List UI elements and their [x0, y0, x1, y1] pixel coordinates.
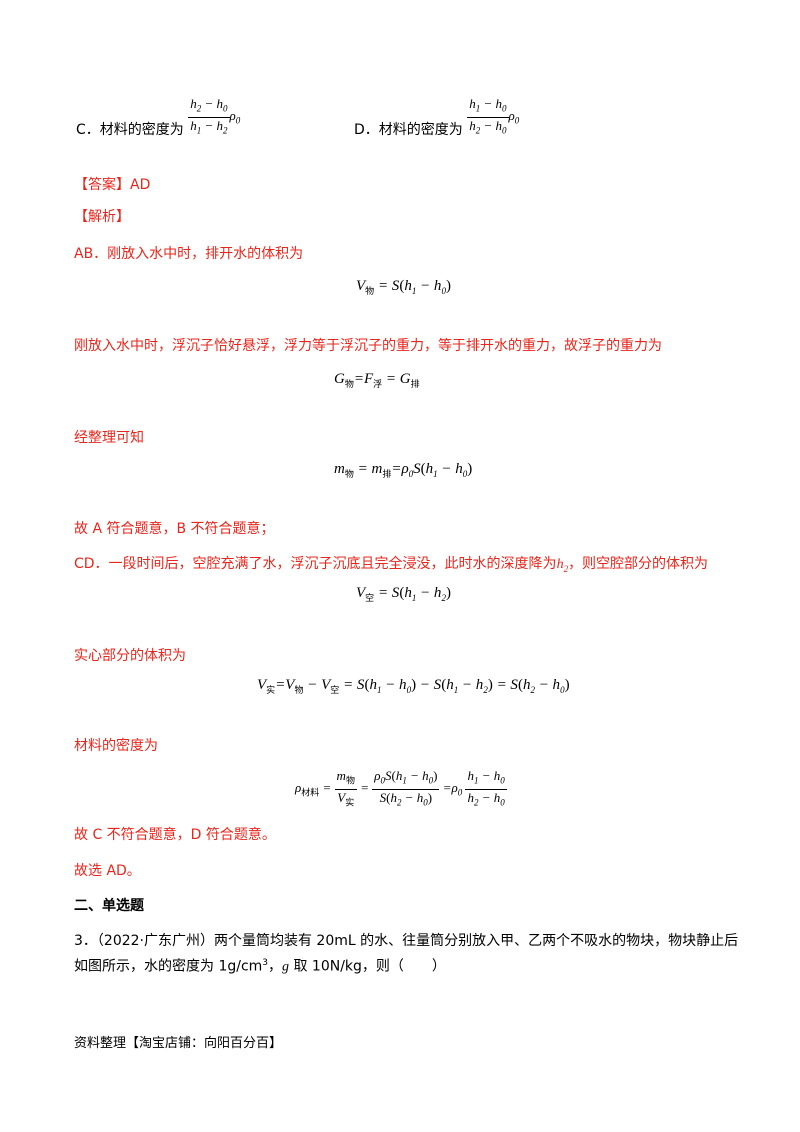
cd-text: CD．一段时间后，空腔充满了水，浮沉子沉底且完全浸没，此时水的深度降为h2，则空…: [74, 554, 708, 579]
option-d-label: D．材料的密度为: [354, 122, 463, 139]
q3-g-symbol: g: [282, 959, 290, 975]
float-text: 刚放入水中时，浮沉子恰好悬浮，浮力等于浮沉子的重力，等于排开水的重力，故浮子的重…: [74, 338, 662, 354]
question-3-line-1: 3．（2022·广东广州）两个量筒均装有 20mL 的水、往量筒分别放入甲、乙两…: [74, 933, 739, 949]
formula-v-displaced: V物 = S(h1 − h0): [356, 278, 451, 296]
density-text: 材料的密度为: [74, 738, 158, 754]
q3-density-text: 如图所示，水的密度为 1g/cm: [74, 958, 263, 975]
ab-text: AB．刚放入水中时，排开水的体积为: [74, 246, 304, 262]
q3-tail-text: 取 10N/kg，则（ ）: [289, 958, 446, 975]
final-choice: 故选 AD。: [74, 863, 141, 879]
cd-text-post: ，则空腔部分的体积为: [568, 556, 709, 572]
cd-h2: h2: [556, 557, 569, 574]
question-3-line-2: 如图所示，水的密度为 1g/cm3，g 取 10N/kg，则（ ）: [74, 953, 446, 978]
cd-text-pre: CD．一段时间后，空腔充满了水，浮沉子沉底且完全浸没，此时水的深度降为: [74, 556, 557, 572]
analysis-title: 【解析】: [74, 209, 130, 225]
formula-gravity: G物=F浮 = G排: [334, 371, 420, 389]
q3-comma: ，: [268, 958, 283, 975]
solid-text: 实心部分的体积为: [74, 648, 186, 664]
formula-v-solid: V实=V物 − V空 = S(h1 − h0) − S(h1 − h2) = S…: [257, 677, 570, 695]
answer: 【答案】AD: [74, 177, 151, 193]
footer: 资料整理【淘宝店铺：向阳百分百】: [74, 1036, 283, 1051]
conclusion-cd: 故 C 不符合题意，D 符合题意。: [74, 827, 276, 843]
q3-density-exponent: 3: [262, 958, 269, 968]
formula-mass: m物 = m排=ρ0S(h1 − h0): [334, 461, 473, 479]
section-title: 二、单选题: [74, 898, 144, 914]
formula-v-cavity: V空 = S(h1 − h2): [356, 585, 451, 603]
conclusion-ab: 故 A 符合题意，B 不符合题意；: [74, 521, 275, 537]
option-c-label: C．材料的密度为: [76, 122, 184, 139]
sorted-text: 经整理可知: [74, 430, 144, 446]
